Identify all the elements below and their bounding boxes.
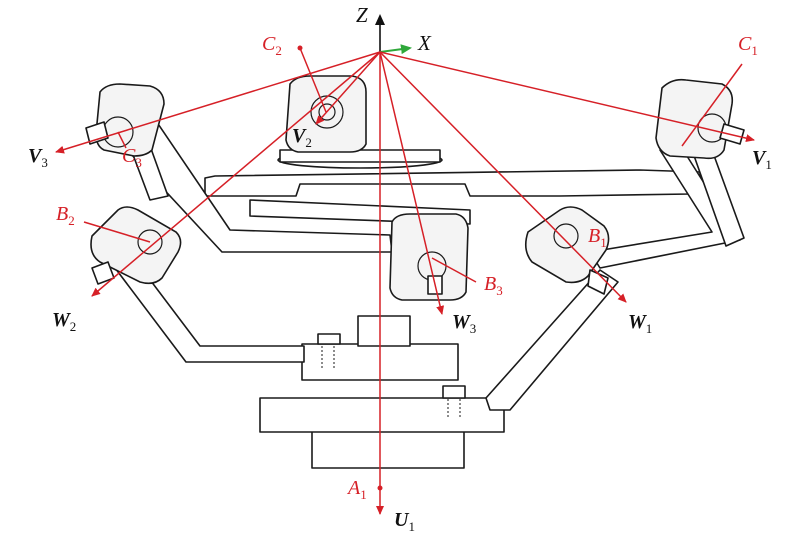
joint-c2-pin bbox=[318, 103, 336, 121]
leader-b2 bbox=[83, 221, 151, 243]
ray-to-v1 bbox=[379, 51, 755, 143]
label-b3: B3 bbox=[484, 273, 503, 298]
base-plate bbox=[259, 397, 505, 433]
ray-to-w1 bbox=[379, 51, 627, 303]
center-post bbox=[357, 315, 411, 347]
ray-to-c2 bbox=[315, 51, 381, 125]
joint-b1-hole bbox=[553, 223, 579, 249]
z-axis-label: Z bbox=[356, 3, 368, 27]
label-v1: V1 bbox=[752, 147, 772, 172]
label-c1: C1 bbox=[738, 33, 758, 58]
leader-c2 bbox=[299, 47, 327, 113]
ray-to-v3 bbox=[55, 51, 381, 154]
ray-to-w2 bbox=[91, 51, 381, 297]
label-w1: W1 bbox=[628, 311, 652, 336]
x-axis-arrow bbox=[379, 44, 412, 55]
joint-b2-hole bbox=[137, 229, 163, 255]
base-bottom-block bbox=[311, 429, 465, 469]
label-v3: V3 bbox=[28, 145, 48, 170]
ray-to-w3 bbox=[379, 51, 445, 315]
joint-block-b2 bbox=[90, 206, 182, 285]
label-u1: U1 bbox=[394, 509, 415, 534]
top-platform bbox=[204, 169, 701, 197]
mechanism-drawing bbox=[85, 75, 745, 469]
point-a1-dot bbox=[377, 485, 383, 491]
label-b1: B1 bbox=[588, 225, 607, 250]
point-c2-dot bbox=[297, 45, 303, 51]
x-axis-label: X bbox=[417, 31, 432, 55]
joint-b1-pin bbox=[587, 269, 609, 295]
label-w3: W3 bbox=[452, 311, 476, 336]
leader-b3 bbox=[431, 257, 477, 283]
ray-group bbox=[55, 45, 755, 515]
label-c2: C2 bbox=[262, 33, 282, 58]
arm-right-lower bbox=[485, 269, 619, 411]
label-w2: W2 bbox=[52, 309, 76, 334]
bolt-right bbox=[442, 385, 466, 399]
label-a1: A1 bbox=[346, 477, 367, 502]
joint-block-c3 bbox=[95, 83, 165, 157]
label-b2: B2 bbox=[56, 203, 75, 228]
joint-block-c1 bbox=[655, 78, 734, 160]
leader-c3 bbox=[117, 131, 127, 149]
bolt-left bbox=[317, 333, 341, 345]
label-v2: V2 bbox=[292, 125, 312, 150]
joint-c1-pin bbox=[719, 123, 745, 145]
label-c3: C3 bbox=[122, 145, 142, 170]
leader-c1 bbox=[681, 63, 743, 147]
joint-c3-pin bbox=[85, 121, 109, 145]
joint-block-c2 bbox=[285, 75, 367, 153]
